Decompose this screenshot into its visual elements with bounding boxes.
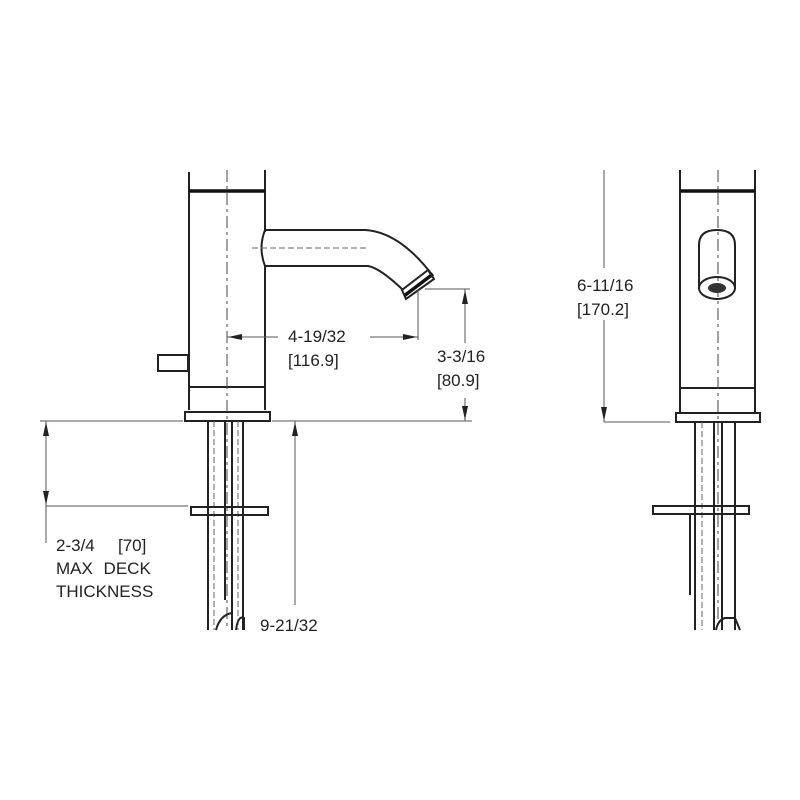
arrow-icon [462,406,468,420]
side-view [157,170,436,631]
mounting-plate [190,506,269,516]
deck-thickness-metric: [70] [118,536,146,555]
shank-fitting [715,617,741,631]
spout-aerator-end [402,272,435,298]
front-view [652,170,761,631]
overall-height-imperial: 6-11/16 [577,276,633,295]
deck-thickness-label-line3: THICKNESS [56,582,153,601]
aerator-holes [708,283,726,293]
spout-height-imperial: 3-3/16 [437,347,485,366]
dimension-spout-reach: 4-19/32 [116.9] [227,290,419,370]
deck-thickness-label-line2: MAX DECK [56,559,151,578]
spout-reach-imperial: 4-19/32 [288,327,346,346]
dimension-spout-height: 3-3/16 [80.9] [425,288,485,421]
dimension-deck-thickness: 2-3/4 [70] MAX DECK THICKNESS [43,421,188,601]
spout-tip [400,268,436,301]
overall-height-metric: [170.2] [577,300,629,319]
sensor-button [157,354,189,372]
deck-thickness-imperial: 2-3/4 [56,536,95,555]
arrow-icon [228,334,242,340]
spout [260,229,434,291]
spout-front-outline [698,228,736,289]
aerator-icon [698,276,736,300]
arrow-icon [292,422,298,436]
arrow-icon [462,290,468,304]
arrow-icon [43,491,49,505]
shank-length-imperial: 9-21/32 [260,616,318,635]
dimension-overall-height: 6-11/16 [170.2] [577,170,670,423]
mounting-plate [652,505,750,515]
dimension-shank-length: 9-21/32 [260,421,318,635]
spout-reach-metric: [116.9] [288,351,339,370]
base-plate [675,412,761,423]
shank-fitting [215,612,245,631]
spout-height-metric: [80.9] [437,371,480,390]
arrow-icon [601,407,607,421]
arrow-icon [403,334,417,340]
arrow-icon [43,422,49,436]
